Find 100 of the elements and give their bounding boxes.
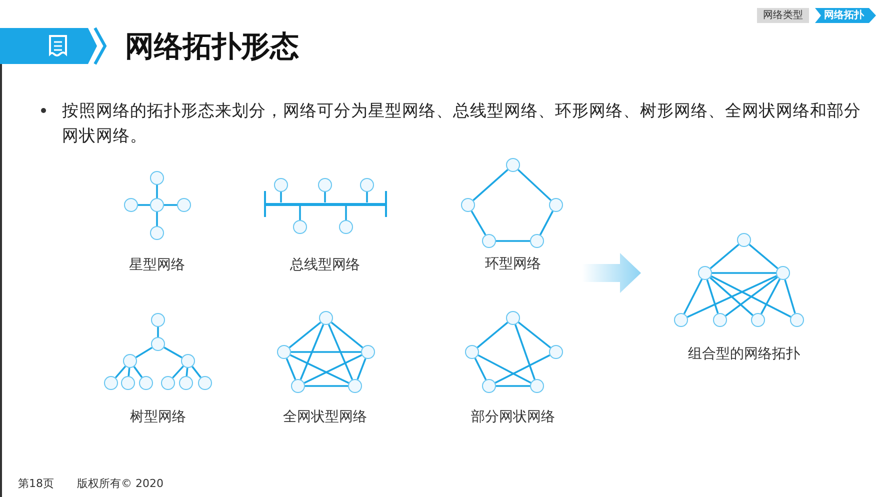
connection-line — [725, 276, 778, 317]
connection-line — [164, 346, 182, 358]
connection-line — [288, 322, 322, 348]
network-node — [150, 226, 164, 240]
network-node — [506, 311, 520, 325]
connection-line — [470, 210, 486, 236]
connection-line — [328, 324, 354, 380]
connection-line — [136, 346, 152, 358]
network-node — [123, 354, 137, 368]
connection-line — [514, 324, 536, 380]
network-node — [713, 313, 727, 327]
network-node — [461, 198, 475, 212]
caption: 树型网络 — [130, 408, 186, 426]
network-node — [751, 313, 765, 327]
network-node — [674, 313, 688, 327]
network-node — [339, 220, 353, 234]
connection-line — [304, 354, 362, 384]
connection-line — [164, 204, 177, 206]
connection-line — [710, 244, 740, 270]
network-node — [181, 354, 195, 368]
network-node — [482, 234, 496, 248]
caption: 星型网络 — [129, 256, 185, 274]
connection-line — [518, 322, 552, 348]
network-node — [549, 198, 563, 212]
connection-line — [472, 168, 508, 202]
connection-line — [290, 354, 350, 384]
caption: 总线型网络 — [290, 256, 360, 274]
network-node — [161, 376, 175, 390]
connection-line — [114, 366, 126, 378]
network-node — [549, 345, 563, 359]
connection-line — [712, 272, 776, 274]
connection-line — [366, 192, 368, 202]
connection-line — [478, 354, 532, 384]
connection-line — [186, 368, 188, 376]
network-node — [150, 198, 164, 212]
network-node — [530, 379, 544, 393]
network-node — [104, 376, 118, 390]
connection-line — [760, 278, 780, 314]
connection-line — [474, 358, 487, 380]
slide-title: 网络拓扑形态 — [125, 28, 299, 65]
network-node — [698, 266, 712, 280]
footer-text: 第18页 — [18, 476, 54, 491]
network-node — [360, 178, 374, 192]
connection-line — [324, 192, 326, 202]
connection-line — [156, 212, 158, 226]
caption: 全网状型网络 — [283, 408, 367, 426]
connection-line — [138, 204, 150, 206]
connection-line — [710, 276, 754, 316]
network-node — [348, 379, 362, 393]
network-node — [776, 266, 790, 280]
network-node — [274, 178, 288, 192]
connection-line — [494, 354, 550, 384]
network-node — [151, 313, 165, 327]
network-node — [179, 376, 193, 390]
connection-line — [172, 366, 184, 378]
network-node — [530, 234, 544, 248]
connection-line — [686, 275, 778, 318]
connection-line — [784, 279, 796, 314]
connection-line — [345, 206, 347, 220]
bullet-text: 按照网络的拓扑形态来划分，网络可分为星型网络、总线型网络、环形网络、树形网络、全网状网络和部分网状网络。 — [62, 100, 862, 147]
network-node — [361, 345, 375, 359]
network-node — [318, 178, 332, 192]
connection-line — [128, 368, 130, 376]
network-node — [737, 233, 751, 247]
connection-line — [156, 185, 158, 198]
connection-line — [280, 192, 282, 202]
connection-line — [192, 366, 202, 378]
connection-line — [299, 206, 301, 220]
network-node — [277, 345, 291, 359]
network-node — [465, 345, 479, 359]
connection-line — [748, 244, 778, 270]
connection-line — [300, 324, 324, 380]
network-node — [790, 313, 804, 327]
connection-line — [706, 279, 719, 314]
network-node — [198, 376, 212, 390]
network-node — [177, 198, 191, 212]
network-node — [139, 376, 153, 390]
network-node — [124, 198, 138, 212]
connection-line — [133, 366, 143, 378]
connection-line — [496, 385, 530, 387]
caption: 部分网状网络 — [471, 408, 555, 426]
bus-line — [265, 202, 386, 206]
connection-line — [710, 275, 792, 318]
caption: 环型网络 — [485, 255, 541, 273]
caption: 组合型的网络拓扑 — [688, 345, 800, 363]
connection-line — [305, 385, 348, 387]
connection-line — [330, 322, 364, 348]
footer-text: 版权所有© 2020 — [77, 476, 164, 491]
network-node — [319, 311, 333, 325]
connection-line — [286, 358, 296, 380]
network-node — [151, 337, 165, 351]
connection-line — [157, 327, 159, 337]
connection-line — [356, 358, 366, 380]
connection-line — [291, 351, 361, 353]
network-node — [293, 220, 307, 234]
breadcrumb-tab: 网络拓扑 — [815, 8, 876, 23]
connection-line — [518, 169, 552, 201]
network-node — [291, 379, 305, 393]
connection-line — [683, 278, 703, 314]
connection-line — [539, 210, 554, 236]
